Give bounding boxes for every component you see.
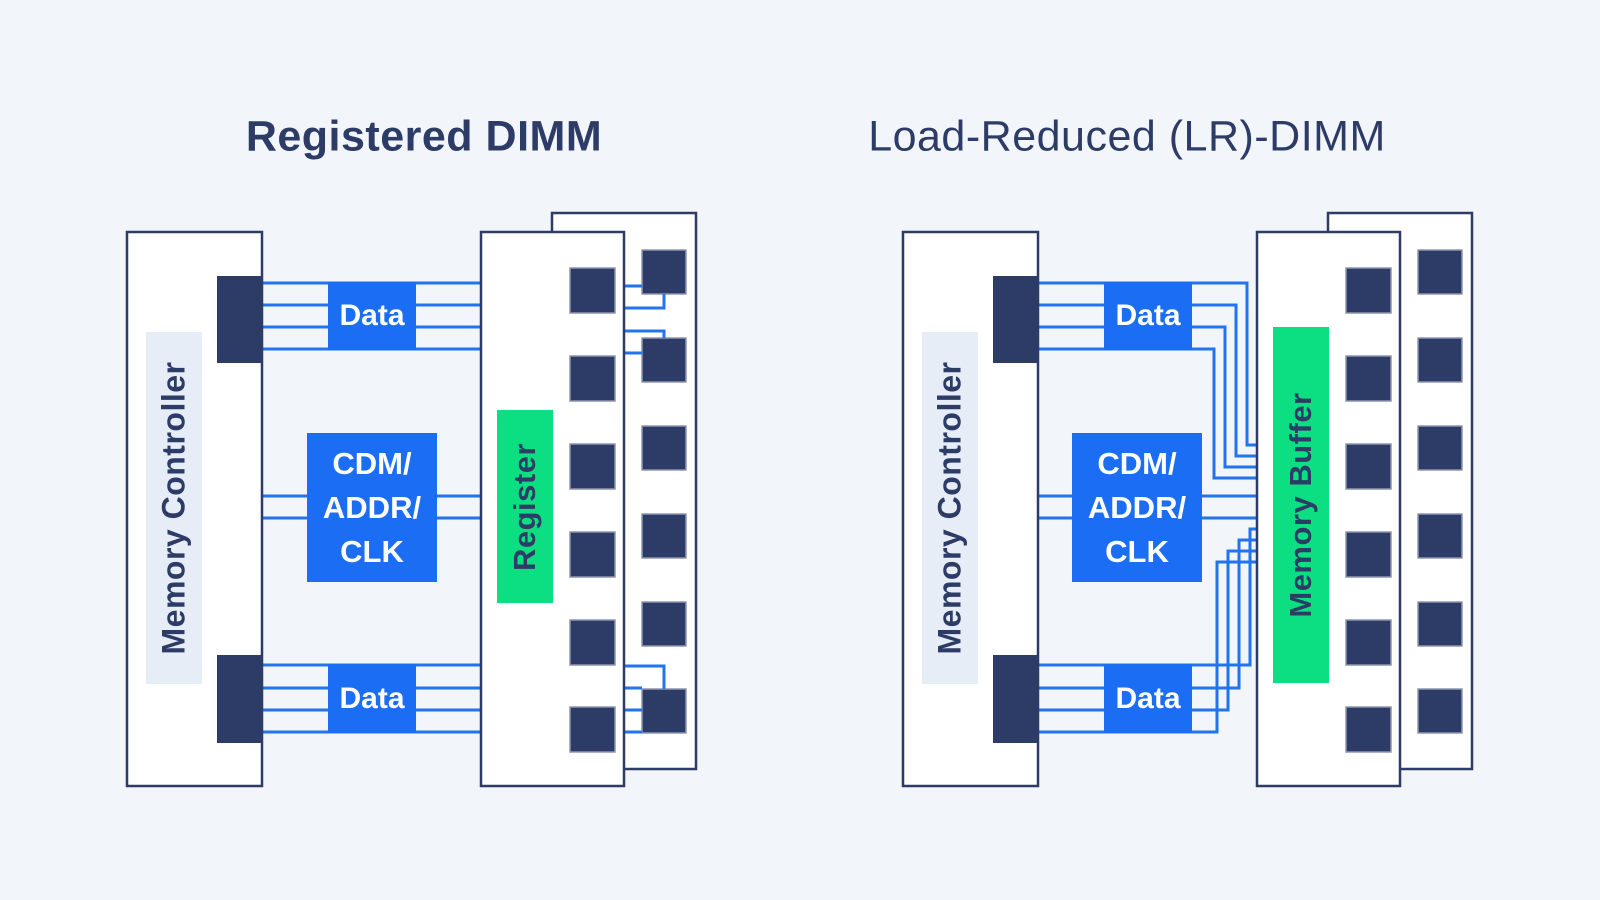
lrdimm-memory-controller-label: Memory Controller <box>931 361 968 655</box>
registered-dimm-title: Registered DIMM <box>245 112 603 161</box>
rdimm-data-box-top: Data <box>328 282 416 350</box>
bus-label-line: CLK <box>1105 533 1169 569</box>
memory-chip <box>569 355 616 402</box>
rdimm-controller-bottom-port <box>217 655 262 743</box>
lrdimm-figure <box>901 211 1474 788</box>
lrdimm-data-box-top: Data <box>1104 282 1192 350</box>
memory-chip <box>569 619 616 666</box>
memory-chip <box>641 601 687 647</box>
memory-chip <box>1345 706 1392 753</box>
rdimm-controller-top-port <box>217 276 262 363</box>
memory-chip <box>1417 601 1463 647</box>
memory-chip <box>641 688 687 734</box>
bus-label-line: ADDR/ <box>1087 489 1187 525</box>
memory-chip <box>1345 355 1392 402</box>
memory-chip <box>1417 513 1463 559</box>
memory-chip <box>569 443 616 490</box>
lrdimm-back-memory-chips <box>1417 249 1463 734</box>
memory-chip <box>641 513 687 559</box>
memory-chip <box>569 706 616 753</box>
memory-chip <box>569 531 616 578</box>
bus-label-line: CDM/ <box>332 445 412 481</box>
lrdimm-controller-top-port <box>993 276 1038 363</box>
registered-dimm-figure <box>125 211 698 788</box>
memory-chip <box>1345 267 1392 314</box>
memory-buffer-label: Memory Buffer <box>1283 392 1318 618</box>
trace-line <box>624 294 666 310</box>
bus-label-line: CDM/ <box>1097 445 1177 481</box>
bus-label-line: ADDR/ <box>322 489 422 525</box>
memory-chip <box>1417 425 1463 471</box>
register-label: Register <box>507 442 542 572</box>
rdimm-cdm-addr-clk-box: CDM/ ADDR/ CLK <box>307 433 437 582</box>
memory-chip <box>641 249 687 295</box>
memory-chip <box>1345 619 1392 666</box>
memory-chip <box>641 337 687 383</box>
memory-chip <box>1417 337 1463 383</box>
memory-chip <box>1345 443 1392 490</box>
memory-chip <box>569 267 616 314</box>
rdimm-board-to-chip-traces <box>624 284 666 734</box>
lrdimm-title: Load-Reduced (LR)-DIMM <box>868 112 1386 161</box>
bus-label-line: CLK <box>340 533 404 569</box>
lrdimm-cdm-addr-clk-box: CDM/ ADDR/ CLK <box>1072 433 1202 582</box>
memory-chip <box>1417 249 1463 295</box>
rdimm-controller-label-strip <box>146 332 202 684</box>
trace-line <box>624 664 666 689</box>
lrdimm-controller-label-strip <box>922 332 978 684</box>
memory-chip <box>641 425 687 471</box>
memory-chip <box>1345 531 1392 578</box>
lrdimm-controller-bottom-port <box>993 655 1038 743</box>
register-chip-box <box>497 410 553 603</box>
lrdimm-front-memory-chips <box>1345 267 1392 753</box>
memory-chip <box>1417 688 1463 734</box>
trace-line <box>624 329 666 338</box>
rdimm-data-box-bottom: Data <box>328 664 416 733</box>
rdimm-memory-controller-label: Memory Controller <box>155 361 192 655</box>
lrdimm-data-box-bottom: Data <box>1104 664 1192 733</box>
rdimm-front-memory-chips <box>569 267 616 753</box>
memory-buffer-chip-box <box>1273 327 1329 683</box>
